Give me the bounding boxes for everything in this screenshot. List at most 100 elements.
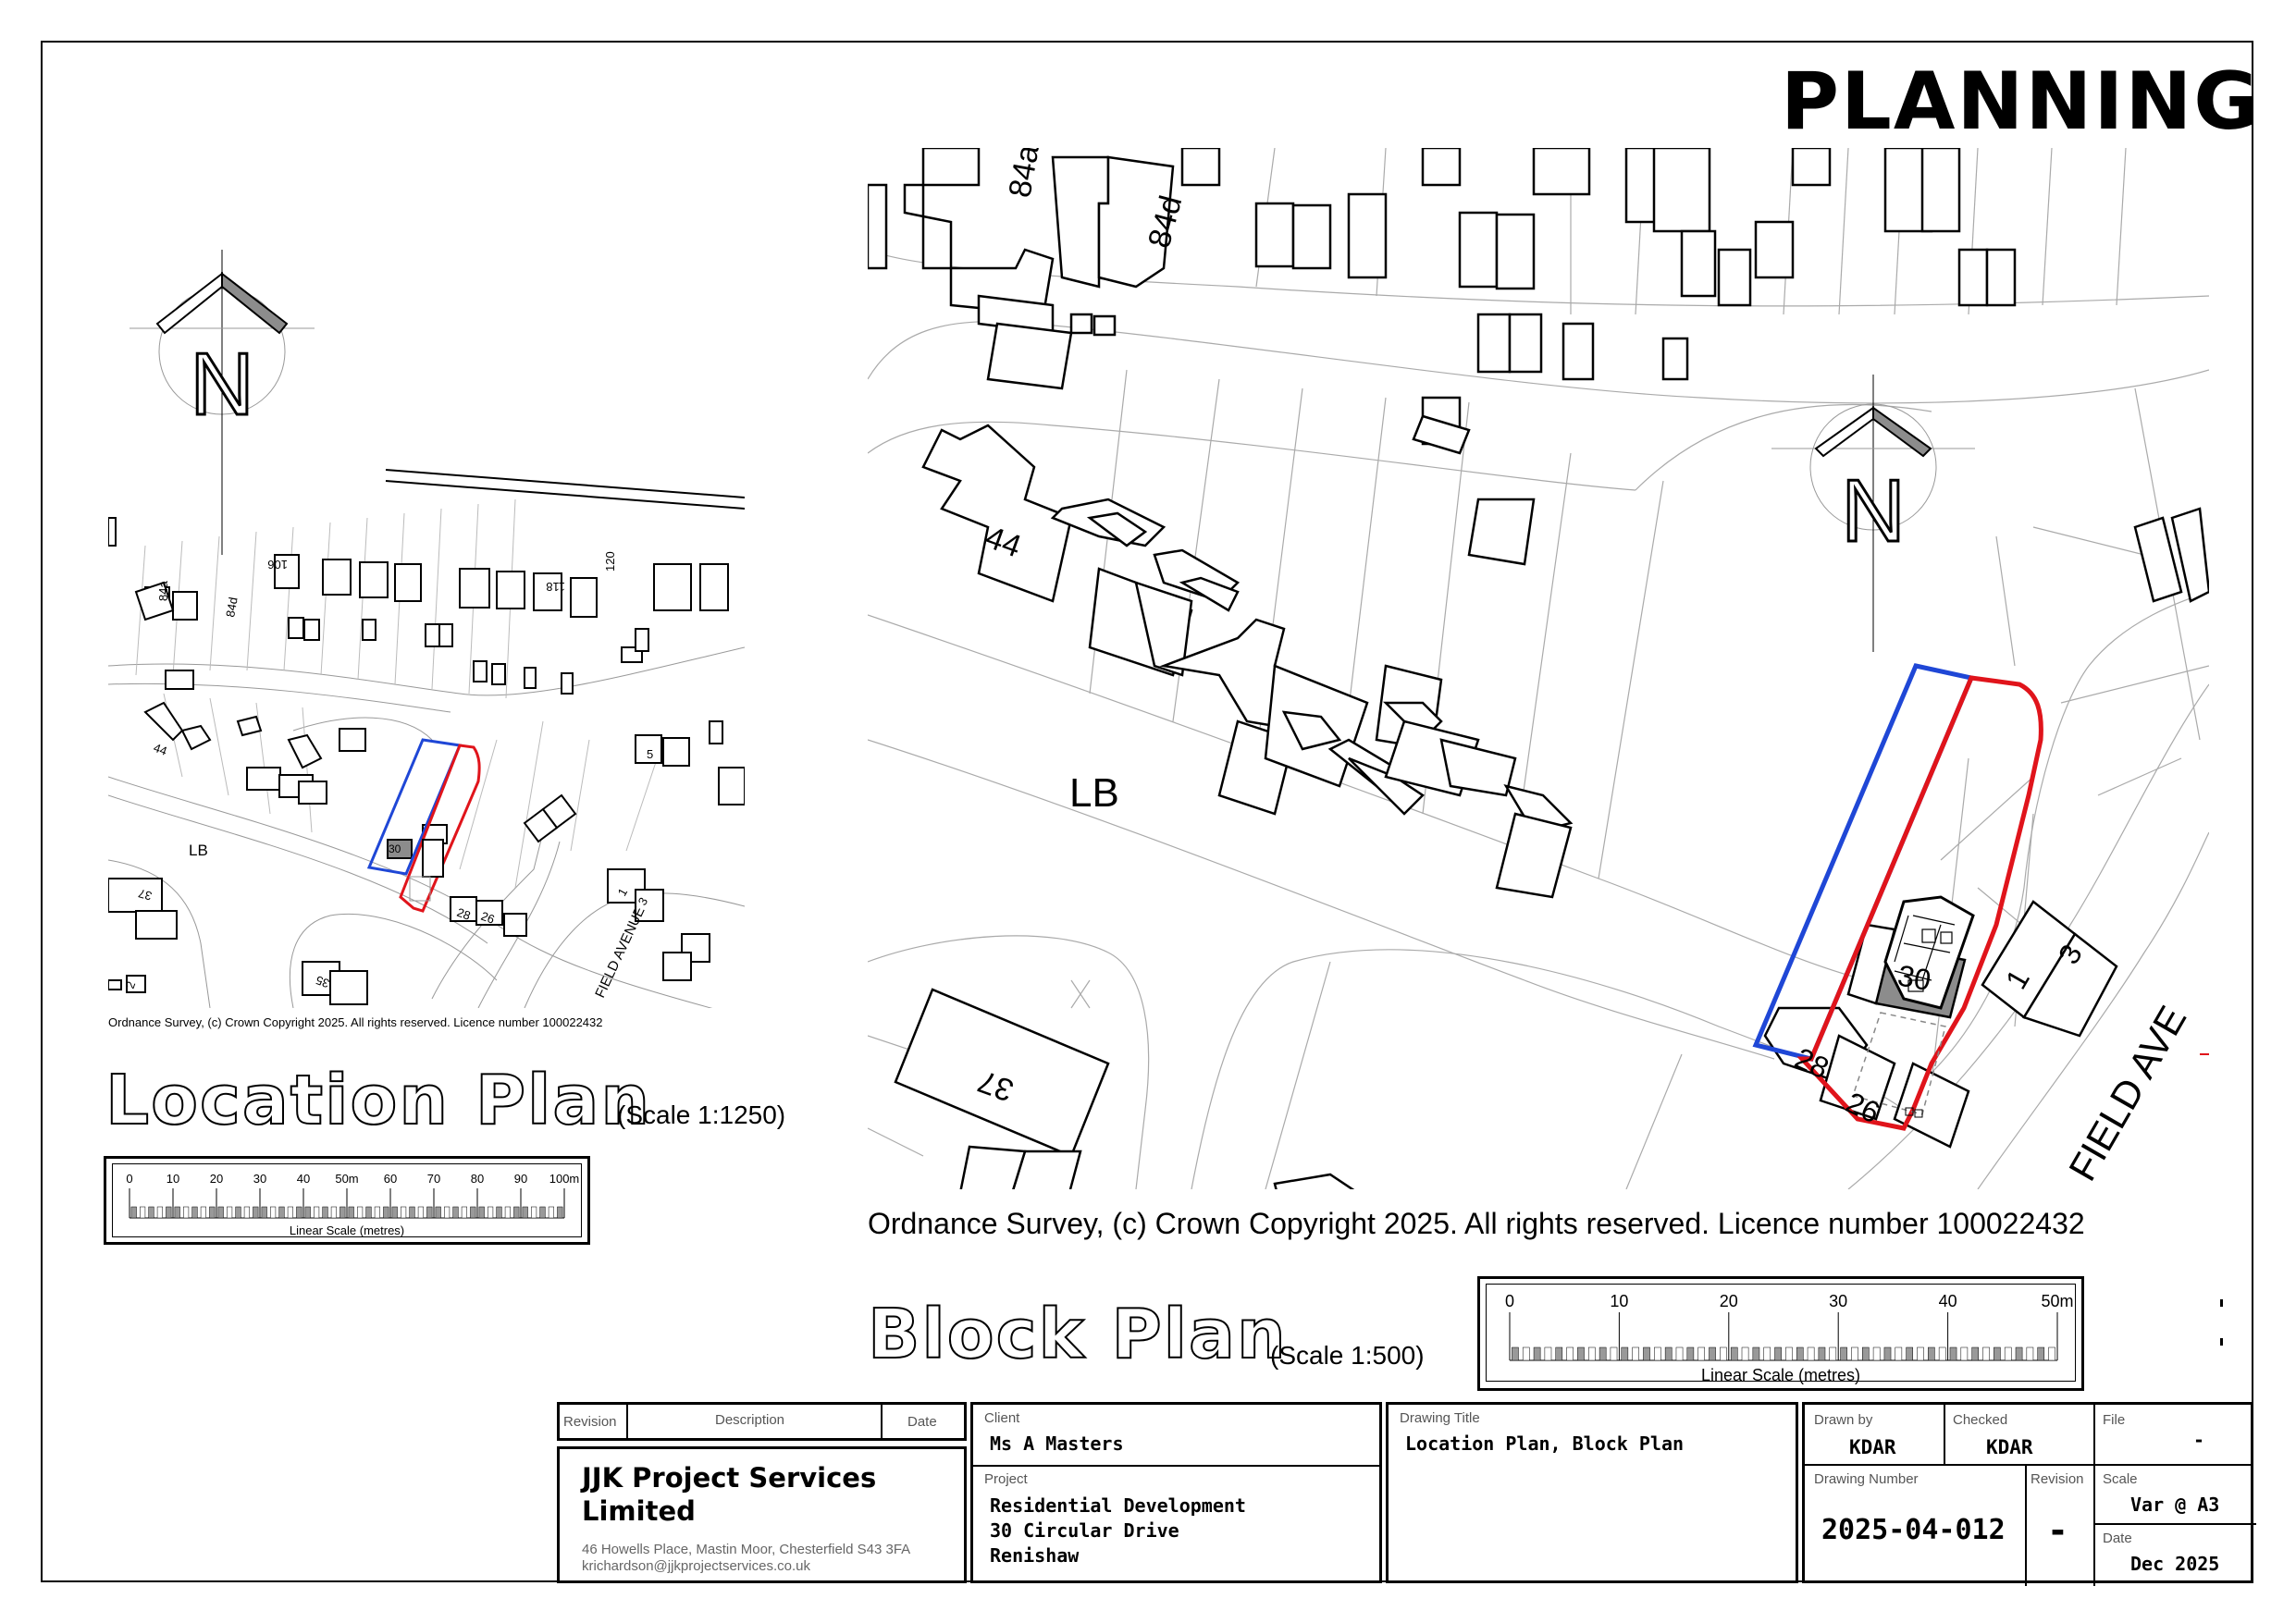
scalebar-segment xyxy=(1741,1346,1749,1361)
location-plan-scale-note: (Scale 1:1250) xyxy=(617,1100,786,1129)
drawing-title-value: Location Plan, Block Plan xyxy=(1405,1432,1685,1455)
scalebar-segment xyxy=(409,1206,415,1219)
scalebar-segment xyxy=(357,1206,364,1219)
scalebar-segment xyxy=(1906,1346,1913,1361)
file-label: File xyxy=(2103,1412,2126,1428)
revision-label: Revision xyxy=(2031,1471,2084,1487)
scalebar-segment xyxy=(383,1206,389,1219)
edge-mark xyxy=(2220,1338,2223,1346)
project-line2: 30 Circular Drive xyxy=(990,1519,1179,1542)
scalebar-segment xyxy=(253,1206,259,1219)
scalebar-segment xyxy=(1895,1346,1903,1361)
revision-table: Revision Description Date xyxy=(557,1402,967,1441)
loc-label-118: 118 xyxy=(546,580,565,594)
loc-label-44: 44 xyxy=(152,741,169,758)
scalebar-segment xyxy=(1785,1346,1793,1361)
scalebar-segment xyxy=(174,1206,180,1219)
scalebar-segment xyxy=(513,1206,520,1219)
scalebar-segment xyxy=(227,1206,233,1219)
scalebar-tick-label: 70 xyxy=(427,1172,440,1186)
scalebar-segment xyxy=(1654,1346,1661,1361)
scalebar-segment xyxy=(470,1206,476,1219)
scalebar-segment xyxy=(304,1206,311,1219)
scalebar-segment xyxy=(278,1206,285,1219)
scalebar-segment xyxy=(1632,1346,1639,1361)
scalebar-segment xyxy=(1774,1346,1782,1361)
location-plan-map: 84a 84d 106 118 120 44 30 37 2 35 28 26 … xyxy=(108,469,745,1008)
loc-label-26: 26 xyxy=(479,909,497,927)
scalebar-segment xyxy=(1512,1346,1519,1361)
scalebar-segment xyxy=(461,1206,467,1219)
scalebar-segment xyxy=(2048,1346,2055,1361)
scalebar-segment xyxy=(1621,1346,1629,1361)
scalebar-segment xyxy=(287,1206,293,1219)
loc-label-84a: 84a xyxy=(156,581,170,601)
checked-label: Checked xyxy=(1953,1412,2008,1428)
loc-label-lb: LB xyxy=(189,842,208,859)
scalebar-segment xyxy=(401,1206,407,1219)
scalebar-segment xyxy=(1971,1346,1980,1361)
project-line3: Renishaw xyxy=(990,1544,1080,1567)
location-scalebar-caption: Linear Scale (metres) xyxy=(289,1223,405,1237)
loc-label-37: 37 xyxy=(137,886,154,903)
scalebar-tick-label: 100m xyxy=(549,1172,580,1186)
scalebar-segment xyxy=(261,1206,267,1219)
scalebar-tick-label: 0 xyxy=(1505,1292,1514,1310)
loc-label-28: 28 xyxy=(455,905,473,923)
drawing-number-value: 2025-04-012 xyxy=(1821,1514,2006,1546)
scalebar-segment xyxy=(330,1206,337,1219)
company-box: JJK Project Services Limited 46 Howells … xyxy=(557,1446,967,1583)
scalebar-segment xyxy=(339,1206,346,1219)
scalebar-segment xyxy=(1917,1346,1924,1361)
scalebar-segment xyxy=(348,1206,354,1219)
drawn-by-value: KDAR xyxy=(1849,1436,1896,1458)
scalebar-segment xyxy=(1949,1346,1957,1361)
scalebar-segment xyxy=(1840,1346,1847,1361)
scalebar-segment xyxy=(209,1206,216,1219)
scalebar-tick-label: 80 xyxy=(471,1172,484,1186)
project-line1: Residential Development xyxy=(990,1494,1246,1517)
file-value: - xyxy=(2193,1429,2205,1451)
loc-label-84d: 84d xyxy=(223,596,241,619)
scalebar-tick-label: 20 xyxy=(1720,1292,1738,1310)
scalebar-segment xyxy=(1807,1346,1815,1361)
scalebar-segment xyxy=(1872,1346,1881,1361)
scalebar-segment xyxy=(1555,1346,1563,1361)
scalebar-tick-label: 10 xyxy=(1610,1292,1628,1310)
scalebar-segment xyxy=(365,1206,372,1219)
scalebar-segment xyxy=(200,1206,206,1219)
loc-label-106: 106 xyxy=(267,558,288,572)
scalebar-segment xyxy=(322,1206,328,1219)
compass-letter-n: N xyxy=(190,335,253,434)
drawing-title-label: Drawing Title xyxy=(1400,1410,1480,1426)
company-name-line1: JJK Project Services xyxy=(582,1462,877,1494)
drawn-by-label: Drawn by xyxy=(1814,1412,1873,1428)
scalebar-segment xyxy=(2004,1346,2012,1361)
scalebar-segment xyxy=(1796,1346,1804,1361)
loc-label-2: 2 xyxy=(123,979,139,990)
scalebar-segment xyxy=(435,1206,441,1219)
scalebar-segment xyxy=(522,1206,528,1219)
scalebar-segment xyxy=(2037,1346,2045,1361)
block-plan-scale-note: (Scale 1:500) xyxy=(1270,1341,1425,1370)
scalebar-segment xyxy=(1643,1346,1650,1361)
client-project-box: Client Ms A Masters Project Residential … xyxy=(970,1402,1382,1583)
scalebar-segment xyxy=(1861,1346,1870,1361)
location-plan-title: Location Plan xyxy=(105,1060,652,1141)
scalebar-segment xyxy=(1730,1346,1738,1361)
company-address: 46 Howells Place, Mastin Moor, Chesterfi… xyxy=(582,1542,911,1557)
scalebar-segment xyxy=(183,1206,190,1219)
block-plan-title: Block Plan xyxy=(867,1294,1288,1375)
scalebar-segment xyxy=(1752,1346,1760,1361)
location-plan-copyright: Ordnance Survey, (c) Crown Copyright 202… xyxy=(108,1015,603,1029)
revision-value: - xyxy=(2047,1510,2068,1551)
revision-header-revision: Revision xyxy=(563,1414,617,1430)
scalebar-segment xyxy=(531,1206,537,1219)
scalebar-segment xyxy=(1533,1346,1541,1361)
planning-stamp: PLANNING xyxy=(1781,55,2261,148)
drawing-info-box: Drawn by KDAR Checked KDAR File - Drawin… xyxy=(1802,1402,2256,1586)
